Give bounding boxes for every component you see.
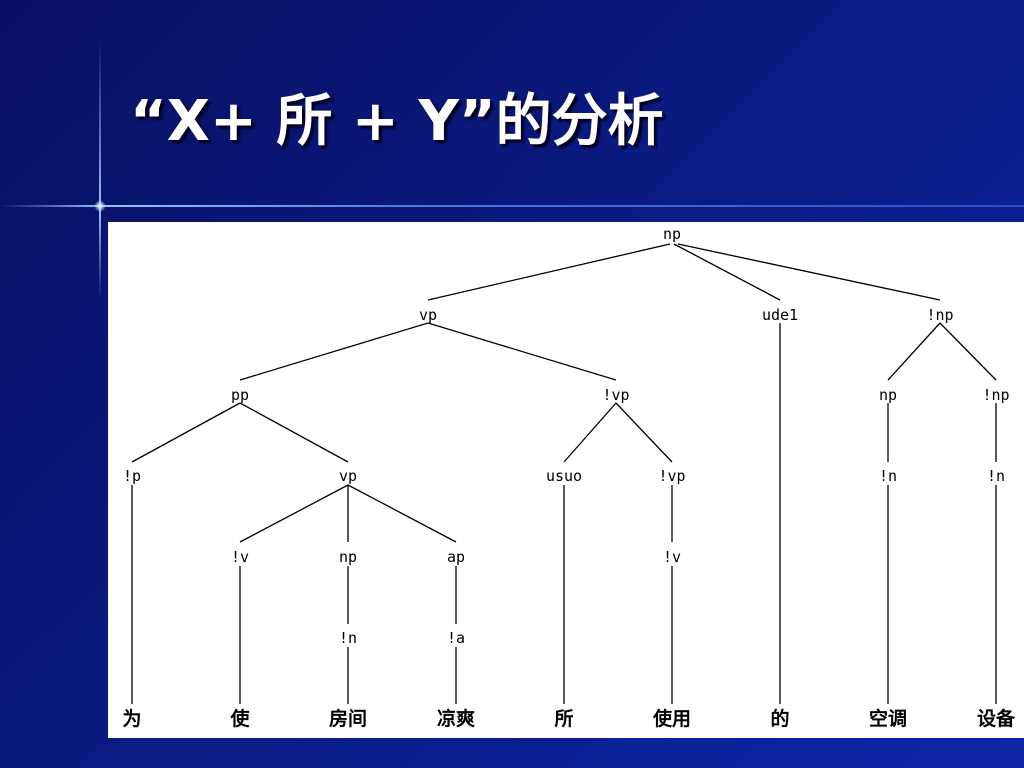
edge-vpb-vpb2 [615, 402, 673, 463]
edge-vpb-usuo [563, 402, 617, 463]
node-a-bang: !a [447, 629, 465, 647]
word-shiyong: 使用 [652, 708, 691, 730]
node-pp: pp [231, 386, 249, 404]
decorative-sparkle [94, 200, 106, 212]
edge-root-vp [427, 243, 671, 301]
node-n-bang-left: !n [879, 467, 897, 485]
edge-root-npb [677, 243, 941, 301]
word-shebei: 设备 [977, 707, 1016, 730]
word-wei: 为 [122, 707, 141, 730]
node-n-bang-right: !n [987, 467, 1005, 485]
tree-words: 为 使 房间 凉爽 所 使用 的 空调 设备 [122, 707, 1016, 730]
parse-tree-panel: np vp ude1 !np pp !vp np !np !p vp usuo … [108, 222, 1024, 738]
node-v-bang: !v [231, 548, 249, 566]
node-usuo: usuo [546, 467, 582, 485]
node-vp: vp [419, 306, 437, 324]
parse-tree-diagram: np vp ude1 !np pp !vp np !np !p vp usuo … [122, 225, 1016, 730]
edge-pp-pb [131, 402, 241, 463]
edge-vp2-vb [239, 484, 349, 543]
word-shi: 使 [229, 708, 250, 730]
edge-pp-vp2 [239, 402, 349, 463]
node-vp-bang: !vp [602, 386, 629, 404]
node-np-left: np [879, 386, 897, 404]
node-vp-bang-inner: !vp [658, 467, 685, 485]
tree-nodes: np vp ude1 !np pp !vp np !np !p vp usuo … [123, 225, 1010, 647]
word-de: 的 [770, 707, 789, 730]
node-ap: ap [447, 548, 465, 566]
decorative-vertical-line [99, 40, 101, 300]
decorative-horizontal-line [0, 205, 1024, 207]
edge-vp-vpb [427, 322, 617, 381]
edge-npb-np2 [939, 322, 997, 381]
node-np-bang: !np [926, 306, 953, 324]
word-suo: 所 [554, 708, 573, 730]
word-kongtiao: 空调 [869, 707, 907, 730]
word-liangshuang: 凉爽 [437, 707, 475, 730]
node-vp-inner: vp [339, 467, 357, 485]
edge-vp2-ap [347, 484, 457, 543]
tree-edges [131, 243, 997, 704]
node-n-bang-inner: !n [339, 629, 357, 647]
edge-root-ude1 [673, 243, 781, 301]
edge-npb-np1 [887, 322, 941, 381]
node-v-bang-right: !v [663, 548, 681, 566]
word-fangjian: 房间 [329, 707, 367, 730]
slide-title: “X+ 所 + Y”的分析 [130, 89, 664, 154]
node-ude1: ude1 [762, 306, 798, 324]
edge-vp-pp [239, 322, 429, 381]
node-np-bang-right: !np [982, 386, 1009, 404]
node-np-inner: np [339, 548, 357, 566]
node-p-bang: !p [123, 467, 141, 485]
node-np-root: np [663, 225, 681, 243]
